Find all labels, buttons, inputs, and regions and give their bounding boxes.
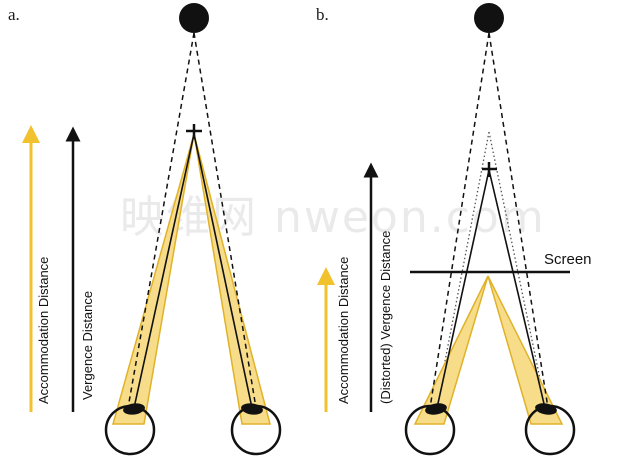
right-eye-cone (193, 133, 271, 425)
panel-a: a. Accommodation Distance V (8, 3, 282, 456)
left-vergence-line (436, 169, 490, 409)
screen-label: Screen (544, 251, 592, 268)
left-vergence-line (133, 133, 195, 409)
panel-b-label: b. (316, 5, 329, 24)
watermark-text: 映维网 nweon.com (120, 192, 546, 243)
left-eye-icon (104, 403, 156, 456)
left-eye-cone (413, 275, 489, 425)
left-dashed-to-target (127, 32, 195, 409)
accommodation-distance-label: Accommodation Distance (336, 257, 351, 404)
right-eye-icon (524, 403, 576, 456)
right-dashed-to-target (488, 32, 549, 409)
target-circle-icon (474, 3, 504, 33)
right-vergence-line (488, 169, 546, 409)
fixation-cross-icon (482, 162, 497, 177)
distorted-vergence-distance-label: (Distorted) Vergence Distance (378, 231, 393, 404)
left-eye-cone (112, 133, 195, 425)
left-dashed-to-target (429, 32, 490, 409)
vergence-distance-label: Vergence Distance (80, 291, 95, 400)
panel-a-label: a. (8, 5, 20, 24)
left-dotted-line (435, 131, 490, 409)
accommodation-distance-label: Accommodation Distance (36, 257, 51, 404)
right-eye-cone (487, 275, 564, 425)
fixation-cross-icon (186, 124, 202, 139)
right-dotted-line (488, 131, 547, 409)
right-eye-icon (230, 403, 282, 456)
panel-b: b. Screen A (316, 3, 592, 456)
target-circle-icon (179, 3, 209, 33)
right-dashed-to-target (193, 32, 257, 409)
left-eye-icon (404, 403, 456, 456)
right-vergence-line (193, 133, 253, 409)
